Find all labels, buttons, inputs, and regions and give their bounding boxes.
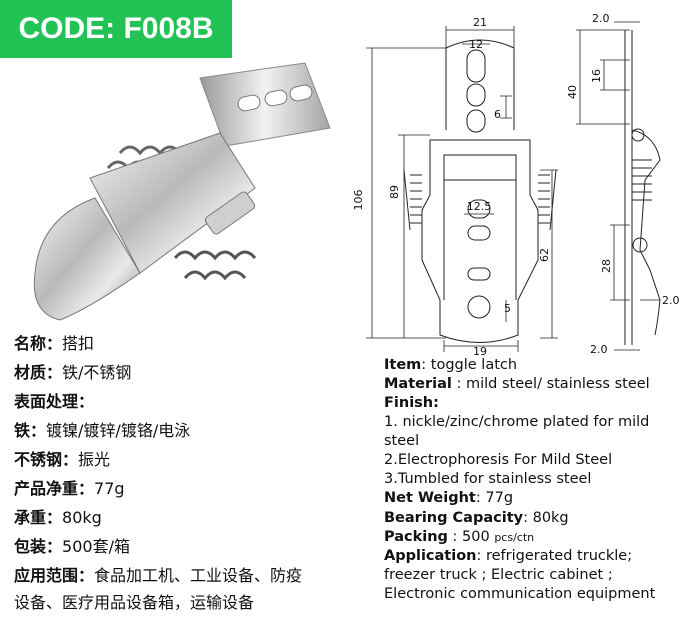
en-material: Material : mild steel/ stainless steel bbox=[384, 376, 650, 392]
dim-28: 28 bbox=[600, 259, 613, 273]
cn-packing: 包装：500套/箱 bbox=[14, 537, 130, 556]
en-finish-2: 2.Electrophoresis For Mild Steel bbox=[384, 452, 613, 468]
en-application-2: freezer truck ; Electric cabinet ; bbox=[384, 567, 613, 583]
en-finish: Finish: bbox=[384, 395, 439, 411]
dim-62: 62 bbox=[538, 248, 551, 262]
dim-12-5: 12.5 bbox=[467, 200, 492, 213]
cn-name: 名称：搭扣 bbox=[14, 334, 95, 353]
dim-12: 12 bbox=[469, 38, 483, 51]
technical-drawing: 21 12 6 106 89 12.5 62 5 19 2.0 16 40 28… bbox=[352, 12, 680, 358]
dim-2-0-right: 2.0 bbox=[662, 294, 680, 307]
dim-19: 19 bbox=[473, 345, 487, 358]
dim-6: 6 bbox=[494, 108, 501, 121]
en-item: Item: toggle latch bbox=[384, 357, 518, 373]
en-finish-3: 3.Tumbled for stainless steel bbox=[384, 471, 592, 487]
en-application: Application: refrigerated truckle; bbox=[384, 548, 633, 564]
dim-2-0-top: 2.0 bbox=[592, 12, 610, 25]
dim-16: 16 bbox=[590, 69, 603, 83]
product-code-badge: CODE: F008B bbox=[0, 0, 232, 58]
cn-bearing: 承重：80kg bbox=[14, 508, 102, 527]
cn-application-line2: 设备、医疗用品设备箱，运输设备 bbox=[14, 593, 255, 612]
cn-material: 材质：铁/不锈钢 bbox=[14, 363, 132, 382]
dim-21: 21 bbox=[473, 16, 487, 29]
dim-106: 106 bbox=[352, 190, 365, 211]
cn-iron-finish: 铁：镀镍/镀锌/镀铬/电泳 bbox=[14, 421, 191, 440]
en-application-3: Electronic communication equipment bbox=[384, 586, 656, 602]
en-bearing: Bearing Capacity: 80kg bbox=[384, 510, 569, 526]
en-net-weight: Net Weight: 77g bbox=[384, 490, 514, 506]
cn-stainless-finish: 不锈钢：振光 bbox=[14, 450, 111, 469]
en-finish-1-cont: steel bbox=[384, 433, 420, 449]
cn-finish: 表面处理： bbox=[14, 392, 95, 411]
dim-89: 89 bbox=[388, 185, 401, 199]
dim-40: 40 bbox=[566, 85, 579, 99]
en-packing: Packing : 500 pcs/ctn bbox=[384, 529, 535, 545]
cn-application: 应用范围：食品加工机、工业设备、防疫 bbox=[14, 566, 303, 585]
dim-2-0-bottom: 2.0 bbox=[590, 343, 608, 356]
en-finish-1: 1. nickle/zinc/chrome plated for mild bbox=[384, 414, 650, 430]
dim-5: 5 bbox=[504, 302, 511, 315]
product-photo bbox=[33, 62, 331, 321]
cn-net-weight: 产品净重：77g bbox=[14, 479, 125, 498]
